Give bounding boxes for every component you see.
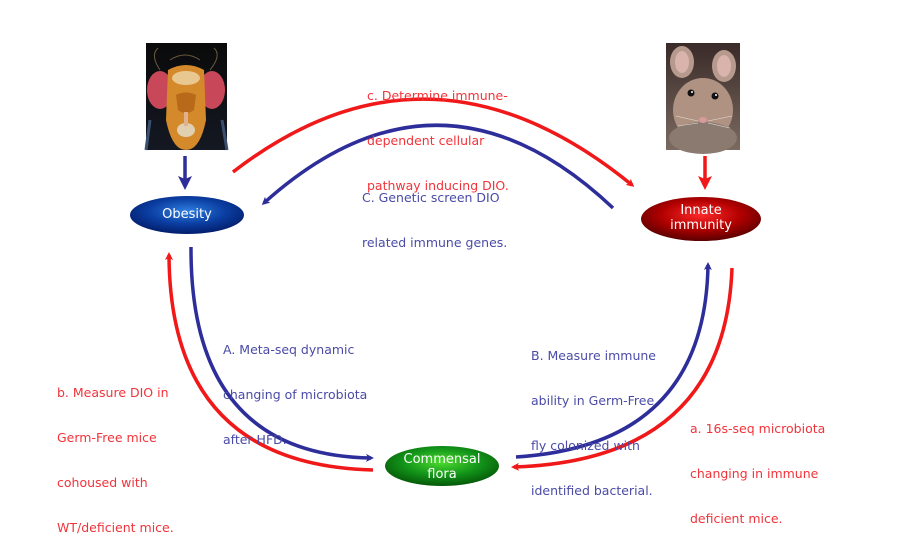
arrow-C-immunity-to-obesity bbox=[261, 123, 615, 210]
obesity-label: Obesity bbox=[162, 207, 212, 222]
immunity-label: Innate immunity bbox=[641, 203, 761, 233]
arrow-c-obesity-to-immunity bbox=[231, 97, 635, 187]
flora-label-line1: Commensal bbox=[403, 452, 481, 467]
mouse-photo bbox=[666, 43, 740, 154]
label-a-line: a. 16s-seq microbiota bbox=[690, 421, 826, 436]
label-A-upper: A. Meta-seq dynamic changing of microbio… bbox=[223, 312, 367, 462]
fly-photo bbox=[144, 43, 229, 151]
immunity-node bbox=[641, 197, 761, 241]
label-c-line: dependent cellular bbox=[367, 133, 485, 148]
label-b-line: Germ-Free mice bbox=[57, 430, 157, 445]
flora-label: Commensal flora bbox=[385, 452, 499, 482]
label-b-lower: b. Measure DIO in Germ-Free mice cohouse… bbox=[57, 355, 174, 550]
label-C-line: related immune genes. bbox=[362, 235, 508, 250]
diagram-canvas bbox=[130, 43, 761, 486]
label-A-line: A. Meta-seq dynamic bbox=[223, 342, 355, 357]
flora-node bbox=[385, 446, 499, 486]
immunity-label-line2: immunity bbox=[670, 218, 732, 233]
label-c-line: c. Determine immune- bbox=[367, 88, 508, 103]
label-a-line: changing in immune bbox=[690, 466, 819, 481]
label-C-upper: C. Genetic screen DIO related immune gen… bbox=[362, 160, 507, 265]
label-a-lower: a. 16s-seq microbiota changing in immune… bbox=[690, 391, 825, 541]
immunity-label-line1: Innate bbox=[680, 203, 722, 218]
label-A-line: changing of microbiota bbox=[223, 387, 368, 402]
label-B-line: ability in Germ-Free bbox=[531, 393, 655, 408]
label-b-line: WT/deficient mice. bbox=[57, 520, 174, 535]
label-B-line: identified bacterial. bbox=[531, 483, 653, 498]
label-B-line: fly colonized with bbox=[531, 438, 640, 453]
arrow-a-immunity-to-flora bbox=[511, 267, 734, 471]
label-C-line: C. Genetic screen DIO bbox=[362, 190, 500, 205]
label-B-upper: B. Measure immune ability in Germ-Free f… bbox=[531, 318, 656, 513]
label-c-line: pathway inducing DIO. bbox=[367, 178, 509, 193]
label-B-line: B. Measure immune bbox=[531, 348, 656, 363]
label-b-line: cohoused with bbox=[57, 475, 148, 490]
flora-label-line2: flora bbox=[427, 467, 457, 482]
label-c-lower: c. Determine immune- dependent cellular … bbox=[367, 58, 509, 208]
obesity-node bbox=[130, 196, 244, 234]
label-b-line: b. Measure DIO in bbox=[57, 385, 169, 400]
arrow-b-flora-to-obesity bbox=[165, 252, 374, 472]
arrow-A-obesity-to-flora bbox=[189, 246, 374, 462]
arrow-B-flora-to-immunity bbox=[515, 262, 712, 459]
label-a-line: deficient mice. bbox=[690, 511, 783, 526]
label-A-line: after HFD. bbox=[223, 432, 287, 447]
